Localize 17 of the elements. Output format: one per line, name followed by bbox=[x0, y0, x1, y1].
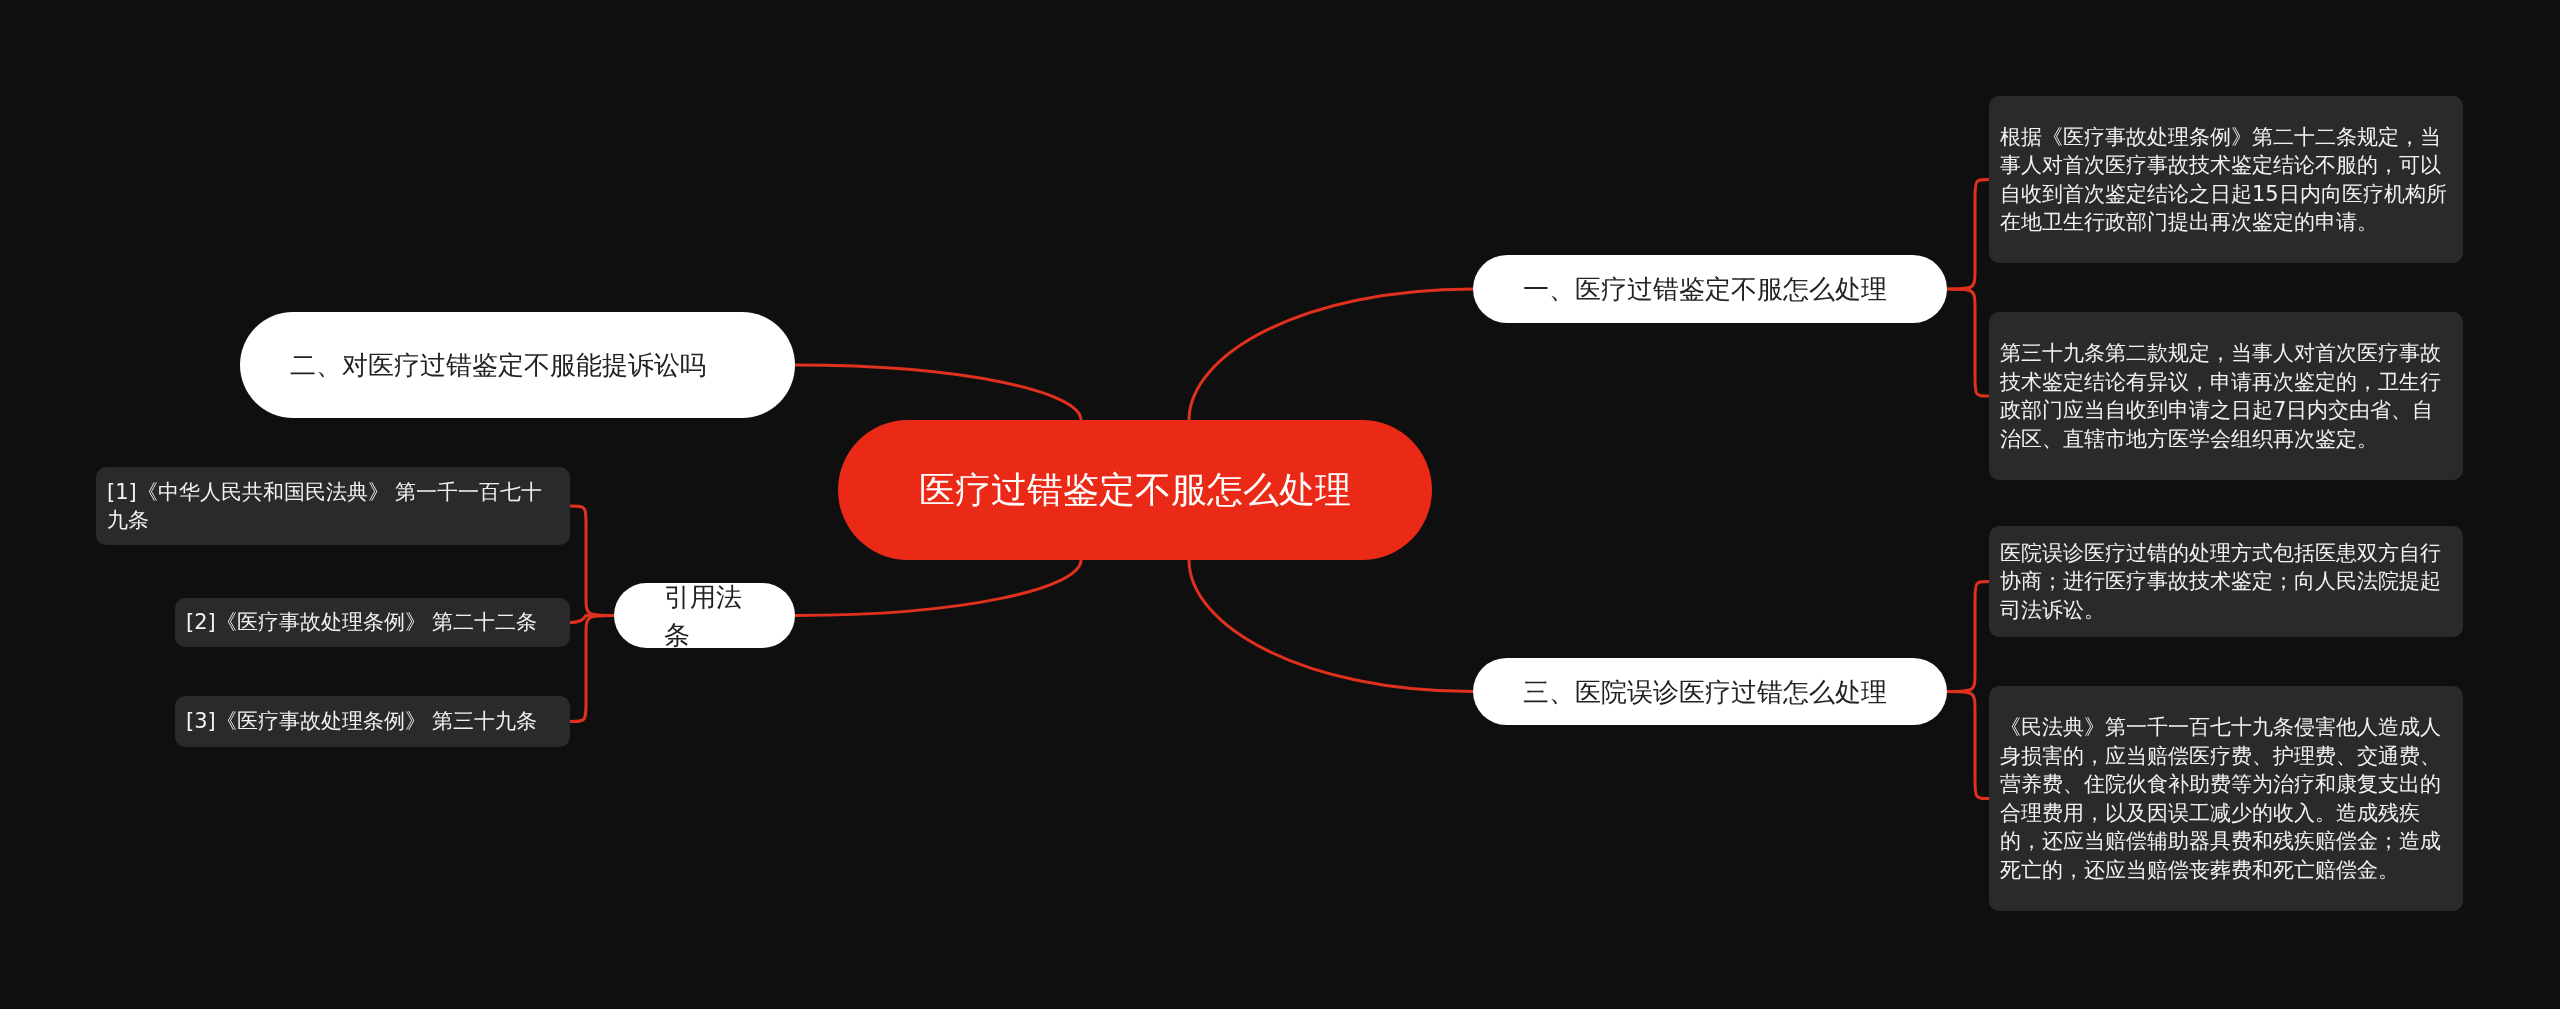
note-box: 根据《医疗事故处理条例》第二十二条规定，当事人对首次医疗事故技术鉴定结论不服的，可以自收到首次鉴定结论之日起15日内向医疗机构所在地卫生行政部门提出再次鉴定的申请。 bbox=[1989, 96, 2463, 263]
note-box: [2]《医疗事故处理条例》 第二十二条 bbox=[175, 598, 570, 647]
connector bbox=[570, 614, 614, 723]
note-box: 医院误诊医疗过错的处理方式包括医患双方自行协商；进行医疗事故技术鉴定；向人民法院提起司法诉讼。 bbox=[1989, 526, 2463, 637]
connector bbox=[795, 559, 1083, 617]
connector bbox=[1187, 559, 1474, 693]
topic-pill: 二、对医疗过错鉴定不服能提诉讼吗 bbox=[240, 312, 795, 418]
topic-pill: 一、医疗过错鉴定不服怎么处理 bbox=[1473, 255, 1947, 323]
connector bbox=[1187, 287, 1474, 421]
note-box: [3]《医疗事故处理条例》 第三十九条 bbox=[175, 696, 570, 747]
note-box: [1]《中华人民共和国民法典》 第一千一百七十九条 bbox=[96, 467, 570, 545]
note-box: 第三十九条第二款规定，当事人对首次医疗事故技术鉴定结论有异议，申请再次鉴定的，卫生行政部门应当自收到申请之日起7日内交由省、自治区、直辖市地方医学会组织再次鉴定。 bbox=[1989, 312, 2463, 480]
note-box: 《民法典》第一千一百七十九条侵害他人造成人身损害的，应当赔偿医疗费、护理费、交通费、营养费、住院伙食补助费等为治疗和康复支出的合理费用，以及因误工减少的收入。造成残疾的，还应当赔偿辅助器具费和残疾赔偿金；造成死亡的，还应当赔偿丧葬费和死亡赔偿金。 bbox=[1989, 686, 2463, 911]
connector bbox=[795, 363, 1083, 421]
topic-pill: 引用法条 bbox=[614, 583, 795, 648]
central-topic: 医疗过错鉴定不服怎么处理 bbox=[838, 420, 1432, 560]
topic-pill: 三、医院误诊医疗过错怎么处理 bbox=[1473, 658, 1947, 725]
